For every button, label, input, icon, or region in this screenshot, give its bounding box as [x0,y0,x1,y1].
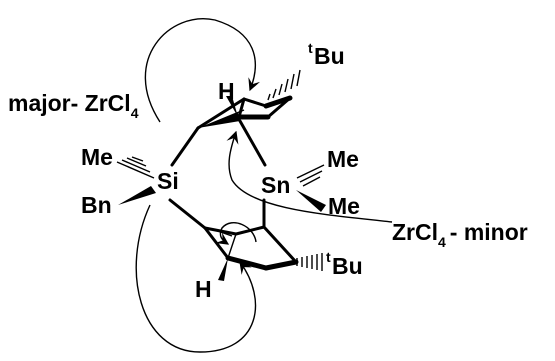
lower-cp-ring [203,225,299,281]
si-substituents [116,156,156,205]
correlation-arrows [135,18,393,353]
sn-substituents [296,164,326,212]
bridge-bonds [168,119,267,230]
h-top-label: H [218,78,235,104]
minor-zrcl4-prefix: ZrCl [392,219,438,245]
tbu-bottom-label: Bu [332,253,363,279]
h-bottom-label: H [195,276,212,302]
minor-zrcl4-label: ZrCl4- minor [392,219,528,250]
minor-zrcl4-suffix: - minor [450,219,528,245]
me-si-label: Me [81,144,113,170]
upper-tbu-hash-bond [267,69,301,101]
major-zrcl4-subscript: 4 [131,105,139,121]
lower-tbu-hash-bond [296,253,323,271]
si-label: Si [157,168,179,194]
tbu-bottom-superscript: t [326,249,331,265]
me-sn-bottom-label: Me [328,193,360,219]
tbu-top-superscript: t [308,40,313,56]
bn-label: Bn [81,192,112,218]
me-sn-top-label: Me [327,146,359,172]
major-zrcl4-prefix: major- ZrCl [8,90,131,116]
minor-zrcl4-subscript: 4 [438,234,446,250]
sn-label: Sn [261,172,290,198]
tbu-top-label: Bu [314,43,345,69]
upper-cp-ring [196,95,293,130]
major-zrcl4-label: major- ZrCl4 [8,90,139,121]
